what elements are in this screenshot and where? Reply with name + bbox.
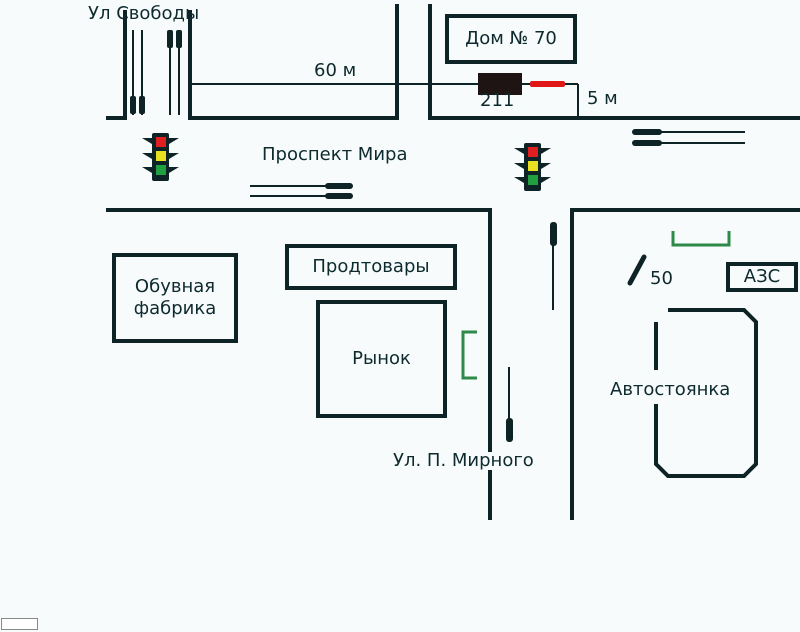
traffic-light-icon bbox=[514, 143, 551, 191]
building-label: Продтовары bbox=[312, 255, 430, 277]
speed-limit-value: 50 bbox=[650, 268, 673, 289]
street-label-p-mirnogo: Ул. П. Мирного bbox=[393, 450, 534, 471]
car-marker bbox=[632, 129, 662, 135]
car-marker bbox=[325, 183, 353, 189]
car-marker bbox=[506, 418, 513, 442]
traffic-light-icon bbox=[142, 133, 179, 181]
car-marker bbox=[176, 30, 182, 48]
road-edge bbox=[570, 208, 800, 520]
parking-label: Автостоянка bbox=[608, 379, 733, 400]
building-label: АЗС bbox=[743, 265, 781, 287]
building-label: Рынок bbox=[352, 347, 411, 369]
car-marker bbox=[632, 140, 662, 146]
stop-bracket bbox=[461, 330, 477, 380]
building-house-70: Дом № 70 bbox=[445, 14, 577, 64]
road-edge bbox=[106, 208, 492, 520]
building-shoe-factory: Обувная фабрика bbox=[112, 253, 238, 343]
scroll-indicator[interactable] bbox=[1, 618, 38, 630]
street-label-prospekt-mira: Проспект Мира bbox=[262, 144, 408, 165]
building-grocery: Продтовары bbox=[285, 244, 457, 290]
stop-bracket bbox=[671, 231, 731, 247]
vehicle-number-label: 211 bbox=[480, 90, 515, 111]
car-marker bbox=[325, 193, 353, 199]
parking-outline bbox=[654, 308, 758, 478]
building-gas-station: АЗС bbox=[726, 262, 798, 292]
car-icon bbox=[478, 73, 522, 95]
speed-limit-sign-icon bbox=[627, 254, 647, 286]
street-label-svobody: Ул Свободы bbox=[88, 3, 200, 24]
road-edge bbox=[106, 10, 127, 120]
car-marker bbox=[167, 30, 173, 48]
brake-trace bbox=[530, 81, 565, 87]
building-label: Дом № 70 bbox=[465, 27, 557, 49]
car-marker bbox=[130, 96, 136, 114]
road-edge bbox=[428, 4, 800, 120]
car-marker bbox=[139, 96, 145, 114]
distance-label-5: 5 м bbox=[587, 88, 618, 109]
distance-label-60: 60 м bbox=[314, 60, 357, 81]
building-market: Рынок bbox=[316, 300, 447, 418]
car-marker bbox=[550, 222, 557, 246]
building-label: Обувная фабрика bbox=[133, 275, 217, 320]
road-edge bbox=[188, 4, 399, 120]
